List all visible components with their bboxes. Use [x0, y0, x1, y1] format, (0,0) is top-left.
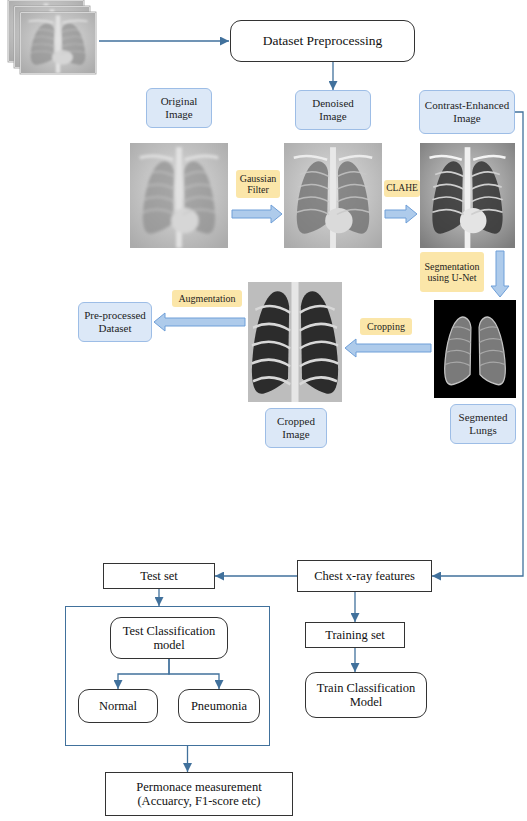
- flow-connector: [354, 648, 355, 672]
- step-label: Gaussian Filter: [236, 170, 280, 198]
- xray-image: [284, 143, 382, 248]
- process-box: Chest x-ray features: [297, 560, 432, 592]
- process-box: Normal: [78, 689, 158, 723]
- node-text: Train Classification Model: [312, 681, 420, 710]
- block-arrow: [491, 251, 509, 297]
- flow-arrow: [99, 40, 229, 41]
- cropped-image: [248, 271, 342, 414]
- flow-connector: [158, 589, 159, 606]
- block-arrow: [154, 313, 245, 331]
- block-arrow: [345, 339, 431, 357]
- image-label: Pre-processed Dataset: [78, 302, 152, 342]
- block-arrow: [232, 205, 282, 223]
- node-text: Permonace measurement (Accuarcy, F1-scor…: [112, 780, 286, 809]
- block-arrow: [385, 205, 417, 223]
- process-box: Test set: [103, 563, 215, 589]
- flow-connector: [118, 659, 169, 689]
- node-text: Original Image: [151, 95, 207, 120]
- node-text: Contrast-Enhanced Image: [424, 99, 510, 124]
- node-text: Pneumonia: [191, 699, 247, 713]
- node-text: Training set: [325, 628, 385, 642]
- step-label: Augmentation: [172, 290, 242, 307]
- node-text: Chest x-ray features: [314, 569, 415, 583]
- flow-connector: [215, 575, 297, 576]
- process-box: Train Classification Model: [305, 672, 427, 718]
- process-box: Dataset Preprocessing: [230, 20, 415, 62]
- node-text: Cropped Image: [270, 415, 322, 440]
- xray-image: [420, 143, 515, 248]
- process-box: Test Classification model: [110, 617, 228, 659]
- node-text: Segmented Lungs: [455, 411, 511, 436]
- process-box: Pneumonia: [178, 689, 260, 723]
- node-text: Dataset Preprocessing: [263, 33, 383, 49]
- node-text: Normal: [99, 699, 137, 713]
- image-label: Segmented Lungs: [450, 404, 516, 444]
- node-text: Augmentation: [178, 293, 235, 305]
- process-box: Permonace measurement (Accuarcy, F1-scor…: [105, 772, 293, 816]
- group-box: Test Classification modelNormal Pneumonia: [65, 606, 270, 746]
- image-label: Original Image: [146, 88, 212, 128]
- node-text: CLAHE: [386, 183, 418, 194]
- image-label: Contrast-Enhanced Image: [419, 90, 515, 134]
- step-label: Cropping: [360, 318, 412, 335]
- flow-connector: [169, 659, 219, 689]
- node-text: Denoised Image: [300, 97, 366, 122]
- node-text: Pre-processed Dataset: [83, 309, 147, 334]
- flow-connector: [187, 746, 188, 772]
- xray-stack: [8, 0, 96, 74]
- image-label: Denoised Image: [295, 90, 371, 130]
- xray-image: [130, 143, 228, 248]
- node-text: Test Classification model: [117, 624, 221, 653]
- node-text: Cropping: [367, 321, 405, 333]
- flow-connector: [332, 62, 333, 90]
- process-box: Training set: [305, 622, 405, 648]
- image-label: Cropped Image: [265, 408, 327, 448]
- node-text: Gaussian Filter: [238, 173, 278, 196]
- node-text: Segmentation using U-Net: [422, 261, 482, 284]
- flow-connector: [354, 592, 355, 622]
- flow-connector: [432, 112, 523, 576]
- step-label: Segmentation using U-Net: [420, 252, 484, 292]
- segmented-lungs-image: [434, 300, 516, 398]
- step-label: CLAHE: [384, 180, 420, 197]
- block-arrows: [154, 205, 509, 357]
- node-text: Test set: [140, 569, 178, 583]
